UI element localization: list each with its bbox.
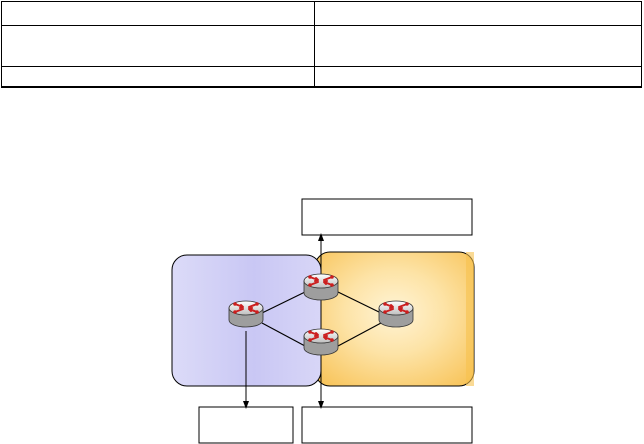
router-arrow [234,303,244,309]
router-icon [308,330,334,342]
link-left-top [261,291,306,314]
router-left [228,300,264,328]
router-right [378,300,414,328]
router-links [261,291,382,347]
router-icon [383,302,409,314]
router-arrow-tip [330,330,334,334]
router-arrow-tip [255,310,259,314]
table-cell [314,66,642,88]
router-arrow [309,276,319,282]
link-top-right [337,291,382,314]
router-arrow-tip [233,302,237,306]
router-arrow-tip [405,302,409,306]
data-table [1,1,642,88]
router-center-bottom [303,328,339,356]
router-arrow [323,280,333,286]
router-arrow-tip [308,330,312,334]
router-arrow-tip [308,338,312,342]
router-arrow-tip [330,338,334,342]
link-bottom-right [337,322,382,347]
router-icon [233,302,259,314]
bottom-right-box [301,406,473,444]
top-right-box [301,198,473,236]
router-arrow-tip [330,283,334,287]
link-left-bottom [261,322,306,347]
router-arrow [323,335,333,341]
router-arrow-tip [308,283,312,287]
router-arrow [384,303,394,309]
router-arrow-tip [383,302,387,306]
table-cell [1,25,315,67]
router-arrow-tip [233,310,237,314]
router-center-top [303,273,339,301]
router-arrow-tip [308,275,312,279]
router-arrow-tip [383,310,387,314]
router-arrow [309,331,319,337]
table-row [1,66,642,88]
bottom-left-box [198,406,294,444]
routers [228,273,414,356]
router-arrow-tip [255,302,259,306]
domain-right-edge [466,252,474,386]
router-icon [308,275,334,287]
router-arrow-tip [330,275,334,279]
router-arrow [248,307,258,313]
router-arrow-tip [405,310,409,314]
router-arrow [398,307,408,313]
